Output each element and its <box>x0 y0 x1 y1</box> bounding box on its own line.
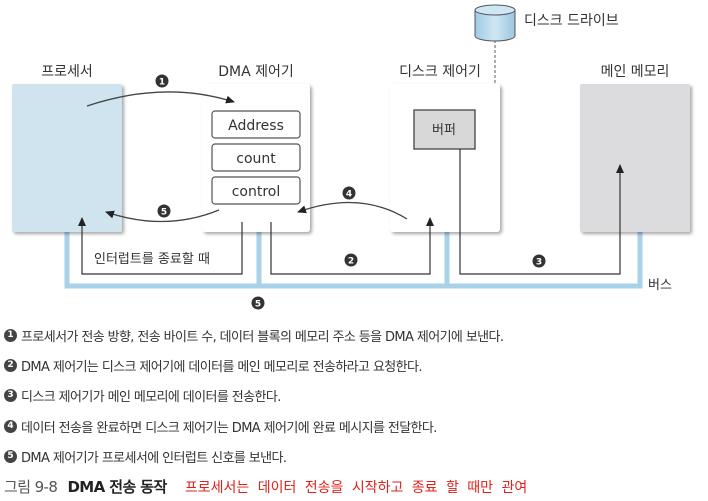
step-text: 디스크 제어기가 메인 메모리에 데이터를 전송한다. <box>21 390 281 405</box>
arrow-step-1 <box>86 91 235 107</box>
dma-register-count: count <box>211 143 301 172</box>
step-marker-3: 3 <box>532 254 546 268</box>
bus-label: 버스 <box>648 278 672 293</box>
step-item-4: 4 데이터 전송을 완료하면 디스크 제어기는 DMA 제어기에 완료 메시지를… <box>4 417 437 436</box>
disk-drive-label: 디스크 드라이브 <box>524 13 619 29</box>
step-number: 1 <box>4 329 17 342</box>
svg-text:버퍼: 버퍼 <box>432 123 456 138</box>
svg-text:1: 1 <box>159 78 165 88</box>
svg-text:control: control <box>232 184 281 200</box>
step-marker-1: 1 <box>155 74 169 88</box>
figure-number: 그림 9-8 <box>4 478 58 496</box>
svg-text:Address: Address <box>228 118 284 134</box>
disk-drive-icon <box>474 4 516 42</box>
arrow-step-3 <box>459 149 624 275</box>
figure-title: DMA 전송 동작 <box>67 478 167 496</box>
buffer-box: 버퍼 <box>413 109 476 150</box>
svg-text:3: 3 <box>536 258 542 268</box>
processor-box <box>12 84 122 232</box>
figure-caption: 그림 9-8 DMA 전송 동작 프로세서는 데이터 전송을 시작하고 종료 할… <box>4 476 527 497</box>
main-memory-label: 메인 메모리 <box>601 64 670 80</box>
svg-text:5: 5 <box>255 300 261 310</box>
dma-diagram: 프로세서 DMA 제어기 Address count control 디스크 제… <box>12 4 690 310</box>
arrow-step-4 <box>297 201 408 220</box>
step-text: DMA 제어기는 디스크 제어기에 데이터를 메인 메모리로 전송하라고 요청한… <box>21 360 423 375</box>
svg-text:count: count <box>236 151 276 167</box>
step-text: 데이터 전송을 완료하면 디스크 제어기는 DMA 제어기에 완료 메시지를 전… <box>21 421 437 436</box>
main-memory-box <box>580 84 690 232</box>
step-number: 2 <box>4 359 17 372</box>
dma-register-address: Address <box>211 110 301 139</box>
svg-text:5: 5 <box>161 208 167 218</box>
interrupt-path-label: 인터럽트를 종료할 때 <box>94 252 210 267</box>
step-marker-5-bus: 5 <box>251 296 265 310</box>
disk-controller-label: 디스크 제어기 <box>399 64 481 80</box>
step-marker-4: 4 <box>342 186 356 200</box>
step-item-2: 2 DMA 제어기는 디스크 제어기에 데이터를 메인 메모리로 전송하라고 요… <box>4 356 423 375</box>
dma-register-control: control <box>211 176 301 205</box>
disk-controller-box <box>390 84 500 232</box>
step-item-1: 1 프로세서가 전송 방향, 전송 바이트 수, 데이터 블록의 메모리 주소 … <box>4 326 504 345</box>
step-item-5: 5 DMA 제어기가 프로세서에 인터럽트 신호를 보낸다. <box>4 447 287 466</box>
step-number: 3 <box>4 389 17 402</box>
svg-text:2: 2 <box>348 257 354 267</box>
handwritten-note: 프로세서는 데이터 전송을 시작하고 종료 할 때만 관여 <box>184 480 528 496</box>
processor-label: 프로세서 <box>41 64 93 80</box>
step-text: 프로세서가 전송 방향, 전송 바이트 수, 데이터 블록의 메모리 주소 등을… <box>21 330 504 345</box>
svg-text:4: 4 <box>346 190 352 200</box>
interrupt-path <box>78 217 243 275</box>
dma-controller-label: DMA 제어기 <box>218 64 294 80</box>
system-bus <box>64 232 643 289</box>
step-marker-5-arrow: 5 <box>157 204 171 218</box>
step-number: 5 <box>4 450 17 463</box>
step-item-3: 3 디스크 제어기가 메인 메모리에 데이터를 전송한다. <box>4 386 281 405</box>
arrow-step-2 <box>270 217 434 275</box>
arrow-step-5 <box>105 209 220 223</box>
step-marker-2: 2 <box>344 253 358 267</box>
step-text: DMA 제어기가 프로세서에 인터럽트 신호를 보낸다. <box>21 451 287 466</box>
step-number: 4 <box>4 420 17 433</box>
